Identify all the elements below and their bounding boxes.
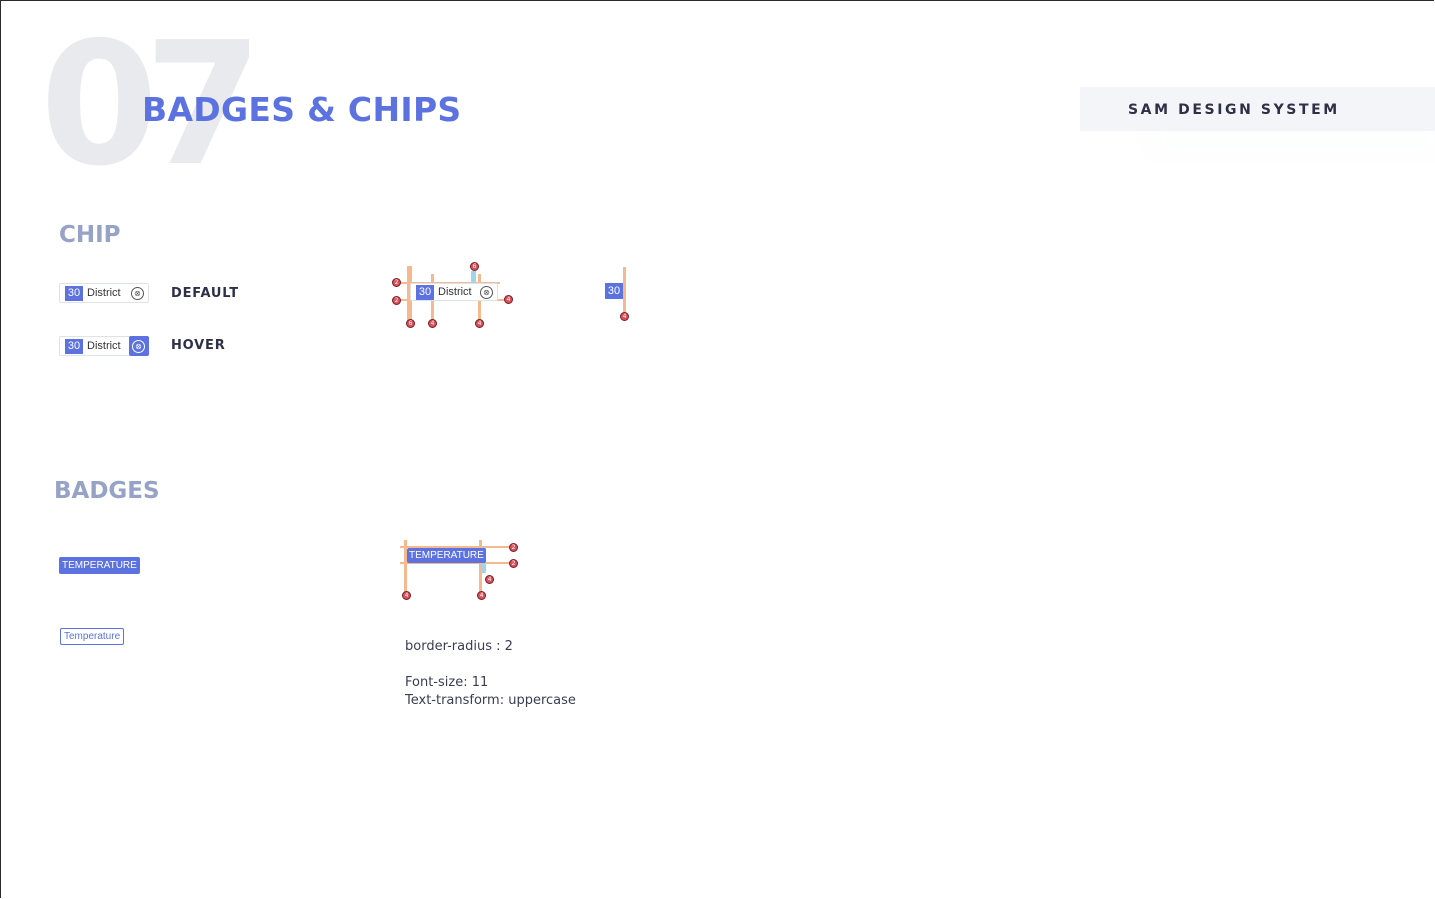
badge-filled: TEMPERATURE — [59, 557, 140, 574]
chip-label: District — [438, 286, 472, 298]
spec-marker: 4 — [504, 295, 513, 304]
spec-marker: 2 — [392, 278, 401, 287]
badge-outline: Temperature — [60, 628, 125, 645]
spacing-guide — [400, 546, 510, 548]
close-icon: ⊗ — [480, 286, 493, 299]
badges-section-title: BADGES — [54, 478, 160, 504]
state-label-default: DEFAULT — [171, 286, 239, 301]
spec-marker: 2 — [392, 296, 401, 305]
page-title: BADGES & CHIPS — [142, 90, 462, 129]
spacing-guide — [623, 267, 626, 313]
section-number: 07 — [40, 6, 263, 204]
spec-marker: 4 — [477, 591, 486, 600]
chip-count: 30 — [65, 286, 83, 301]
spec-border-radius: border-radius : 2 — [405, 639, 513, 654]
brand-name: SAM DESIGN SYSTEM — [1128, 102, 1340, 118]
close-icon[interactable]: ⊗ — [131, 287, 144, 300]
close-icon[interactable]: ⊗ — [132, 340, 145, 353]
count-spec-sample: 30 — [605, 283, 623, 299]
spacing-guide — [404, 540, 407, 595]
spec-marker: 2 — [509, 559, 518, 568]
spacing-guide — [407, 266, 412, 321]
badge-spec-sample: TEMPERATURE — [407, 548, 486, 563]
spacing-guide — [400, 562, 510, 564]
spec-font-size: Font-size: 11 — [405, 675, 489, 690]
spec-text-transform: Text-transform: uppercase — [405, 693, 576, 708]
spec-marker: 6 — [406, 319, 415, 328]
brand-tag: SAM DESIGN SYSTEM — [1080, 87, 1435, 131]
chip-count: 30 — [416, 285, 434, 300]
chip-hover[interactable]: 30 District ⊗ — [59, 336, 149, 356]
chip-label: District — [87, 340, 121, 352]
spec-marker: 4 — [475, 319, 484, 328]
close-button-hover[interactable]: ⊗ — [129, 336, 149, 356]
spec-marker: 4 — [428, 319, 437, 328]
chip-label: District — [87, 287, 121, 299]
spec-marker: 4 — [485, 575, 494, 584]
state-label-hover: HOVER — [171, 338, 226, 353]
chip-count: 30 — [65, 339, 83, 354]
chip-default[interactable]: 30 District ⊗ — [59, 283, 149, 303]
chip-spec-sample: 30 District ⊗ — [410, 283, 498, 301]
spec-marker: 2 — [509, 543, 518, 552]
spec-marker: 4 — [402, 591, 411, 600]
spec-marker: 6 — [470, 262, 479, 271]
spec-marker: 4 — [620, 312, 629, 321]
chip-section-title: CHIP — [59, 222, 121, 248]
spacing-guide — [479, 540, 482, 595]
